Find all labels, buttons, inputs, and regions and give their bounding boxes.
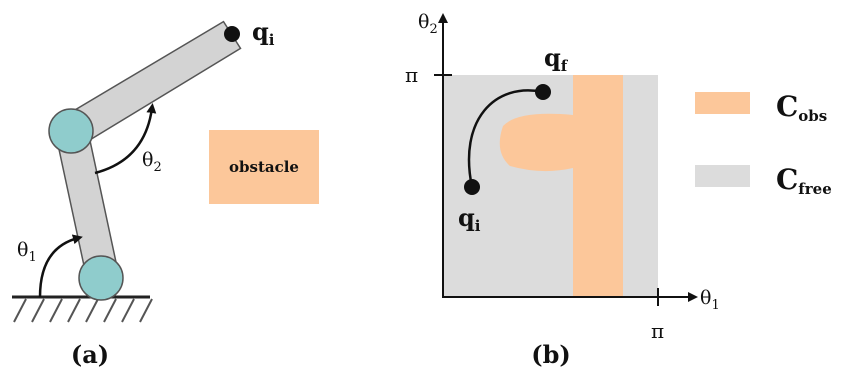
panel-b: θ2 θ1 π π qf qi Cobs Cfree (b) [405, 11, 832, 369]
panel-a: θ1 θ2 qi obstacle (a) [12, 17, 319, 369]
legend-swatch-obs [695, 92, 750, 114]
legend: Cobs Cfree [695, 90, 832, 198]
ground [12, 295, 153, 323]
theta1-label: θ1 [17, 239, 37, 265]
base-joint [78, 255, 124, 301]
qi-label-a: qi [252, 17, 275, 49]
legend-label-free: Cfree [776, 163, 832, 198]
qf-label: qf [544, 43, 569, 75]
qi-point [464, 179, 480, 195]
obstacle-label: obstacle [229, 158, 299, 176]
caption-a: (a) [71, 340, 109, 369]
qf-point [535, 84, 551, 100]
legend-swatch-free [695, 165, 750, 187]
x-axis-label: θ1 [700, 287, 720, 313]
caption-b: (b) [531, 340, 571, 369]
elbow-joint [48, 108, 94, 154]
theta1-arrow [38, 234, 83, 298]
end-effector-point [224, 26, 240, 42]
theta2-label: θ2 [142, 149, 162, 175]
theta2-arrow [94, 103, 157, 175]
legend-label-obs: Cobs [776, 90, 827, 125]
configuration-path [467, 89, 544, 188]
qi-label-b: qi [458, 203, 481, 235]
y-axis-label: θ2 [418, 11, 438, 37]
obstacle-box [209, 130, 319, 204]
y-pi-label: π [405, 63, 418, 87]
x-pi-label: π [651, 319, 664, 343]
obstacle-region [499, 75, 623, 297]
